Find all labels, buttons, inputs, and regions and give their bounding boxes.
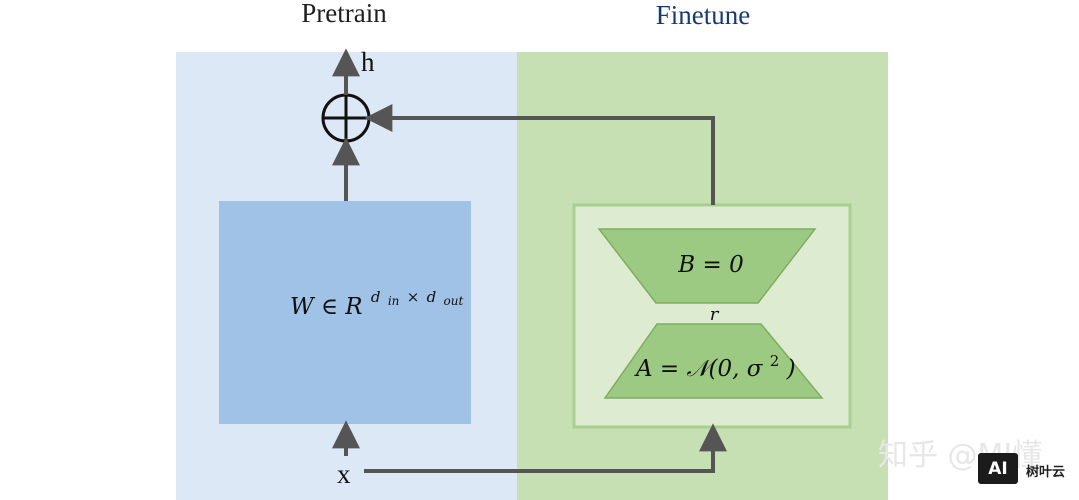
pretrain-title: Pretrain <box>301 0 387 28</box>
matrix-a-trapezoid <box>603 323 824 399</box>
rank-label: r <box>710 304 720 325</box>
weight-out-text: out <box>444 294 464 308</box>
output-label: h <box>361 47 375 77</box>
matrix-a-close-text: ) <box>786 356 796 382</box>
sum-node <box>321 93 371 143</box>
matrix-b-trapezoid <box>597 228 817 304</box>
weight-d2-text: d <box>427 288 437 306</box>
weight-base-text: W ∈ R <box>290 294 363 320</box>
adapter-to-sum-arrow <box>364 104 715 205</box>
finetune-title: Finetune <box>656 0 751 30</box>
matrix-b-label: B = 0 <box>677 252 743 278</box>
weight-times-text: × <box>407 288 420 306</box>
weight-matrix-label: W ∈ R d in × d out <box>290 282 464 320</box>
input-label: x <box>337 459 351 489</box>
input-to-adapter-arrow <box>364 423 727 473</box>
weight-in-text: in <box>388 294 400 308</box>
watermark-logo-subtext: 树叶云 <box>1026 464 1065 480</box>
matrix-a-base-text: A = 𝒩(0, σ <box>634 356 764 382</box>
pretrained-weight-box <box>219 201 471 424</box>
matrix-a-power-text: 2 <box>770 352 780 370</box>
weight-d1-text: d <box>371 288 381 306</box>
watermark-logo-text: AI <box>988 459 1007 479</box>
matrix-a-label: A = 𝒩(0, σ 2 ) <box>634 346 796 382</box>
watermark-logo-box <box>978 453 1018 484</box>
